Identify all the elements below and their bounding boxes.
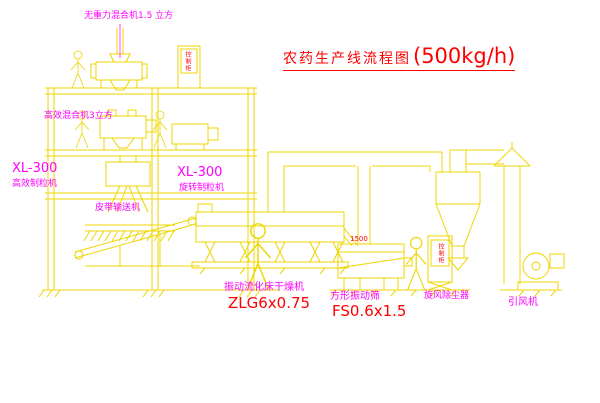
mill-machine <box>171 123 219 150</box>
label-belt-conveyor: 皮带输送机 <box>95 203 141 213</box>
high-efficiency-mixer <box>99 109 157 150</box>
label-screen-model: FS0.6x1.5 <box>332 302 407 320</box>
operator-near-screen <box>405 236 427 291</box>
operator-top-floor <box>70 50 86 89</box>
control-cabinet-1 <box>177 45 201 89</box>
label-dryer-model: ZLG6x0.75 <box>228 294 311 312</box>
induced-draft-fan <box>500 252 565 297</box>
label-granulator-mid-model: XL-300 <box>177 165 223 180</box>
platform-structure <box>38 87 280 298</box>
title-capacity: (500kg/h) <box>413 44 516 68</box>
label-high-efficiency-mixer: 高效混合机3立方 <box>44 111 113 121</box>
cyclone <box>435 149 504 271</box>
exhaust-stack <box>493 142 531 284</box>
label-cabinet-1: 控制柜 <box>184 51 191 72</box>
label-granulator-mid-name: 旋转制粒机 <box>179 183 225 193</box>
zero-gravity-mixer <box>90 28 148 91</box>
control-cabinet-2 <box>330 235 470 297</box>
label-screen-name: 方形振动筛 <box>330 291 380 302</box>
operator-mid-right <box>152 110 168 149</box>
label-screen-dimension: 1500 <box>350 235 368 243</box>
label-granulator-left-name: 高效制粒机 <box>12 179 58 189</box>
vibrating-screen <box>334 243 413 291</box>
label-fan: 引风机 <box>508 297 538 308</box>
fluid-bed-dryer <box>191 203 359 275</box>
belt-conveyor <box>74 216 200 267</box>
exhaust-duct <box>267 151 443 244</box>
drawing-title: 农药生产线流程图 (500kg/h) <box>283 44 516 71</box>
operator-ground <box>244 222 272 292</box>
title-text: 农药生产线流程图 <box>283 51 411 67</box>
label-zero-gravity-mixer: 无重力混合机1.5 立方 <box>84 11 174 21</box>
rotary-granulator <box>105 155 151 213</box>
label-granulator-left-model: XL-300 <box>12 161 58 176</box>
label-cyclone: 旋风除尘器 <box>424 291 470 301</box>
label-cabinet-2: 控制柜 <box>437 243 444 264</box>
label-dryer-name: 振动流化床干燥机 <box>224 282 304 293</box>
operator-figures <box>70 50 427 292</box>
